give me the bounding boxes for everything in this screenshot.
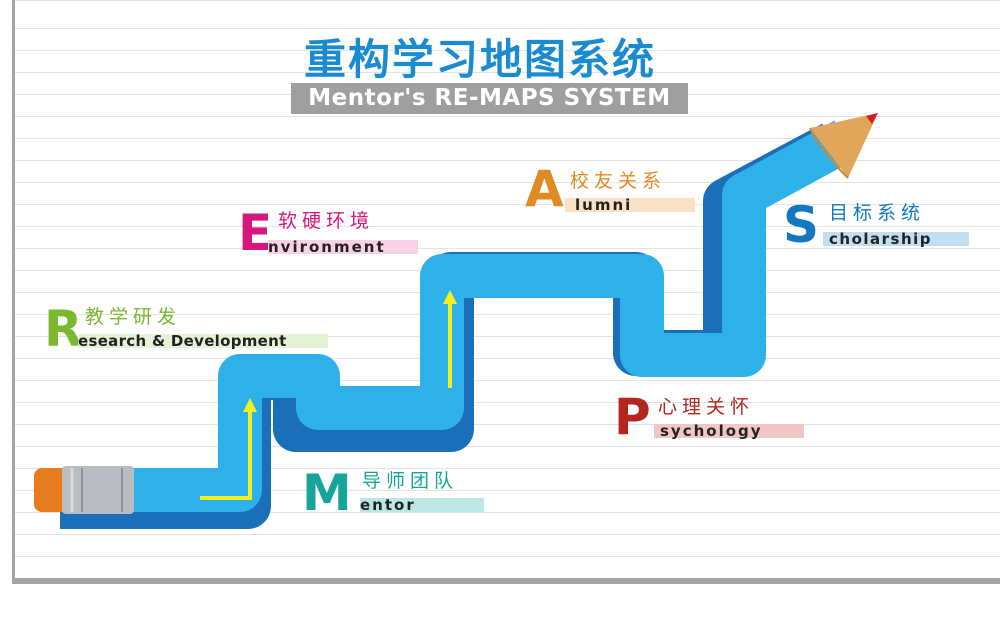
stage-mentor-letter: M	[302, 464, 352, 522]
title-english: Mentor's RE-MAPS SYSTEM	[291, 83, 688, 114]
stage-research-band	[78, 334, 328, 348]
stage-psychology-chinese: 心理关怀	[658, 396, 755, 418]
pencil-ferrule	[62, 466, 134, 514]
stage-alumni-band	[565, 198, 695, 212]
pencil-eraser	[34, 468, 70, 512]
stage-alumni-letter: A	[525, 160, 564, 218]
stage-scholarship-letter: S	[783, 196, 820, 254]
pencil-lead	[866, 113, 878, 124]
stage-scholarship-english: cholarship	[829, 230, 933, 248]
pencil-path-body	[60, 120, 856, 512]
stage-mentor-chinese: 导师团队	[362, 470, 459, 492]
title-chinese: 重构学习地图系统	[303, 35, 656, 84]
stage-alumni-chinese: 校友关系	[570, 170, 667, 192]
stage-psychology-english: sychology	[660, 422, 763, 440]
stage-psychology-band	[654, 424, 804, 438]
stage-mentor-band	[360, 498, 484, 512]
stage-mentor: M 导师团队 entor	[302, 468, 492, 518]
stage-scholarship-band	[823, 232, 969, 246]
arrow-up-2-head	[443, 290, 457, 304]
stage-psychology-letter: P	[614, 388, 651, 446]
arrow-up-1	[200, 410, 252, 500]
stage-research-chinese: 教学研发	[85, 306, 182, 328]
stage-environment-chinese: 软硬环境	[278, 210, 375, 232]
stage-mentor-english: entor	[360, 496, 416, 514]
stage-alumni: A 校友关系 lumni	[525, 164, 705, 214]
stage-environment-band	[268, 240, 418, 254]
stage-alumni-english: lumni	[575, 196, 633, 214]
stage-environment-english: nvironment	[268, 238, 386, 256]
stage-research: R 教学研发 esearch & Development	[44, 304, 344, 354]
arrow-up-1-head	[243, 398, 257, 412]
stage-environment-letter: E	[238, 204, 273, 262]
stage-environment: E 软硬环境 nvironment	[238, 208, 428, 258]
stage-psychology: P 心理关怀 sychology	[614, 392, 814, 442]
pencil-wood-tip	[810, 113, 878, 178]
stage-research-letter: R	[44, 300, 83, 358]
stage-scholarship: S 目标系统 cholarship	[783, 200, 978, 250]
stage-scholarship-chinese: 目标系统	[829, 202, 926, 224]
pencil-wood-edge	[809, 127, 849, 179]
stage-research-english: esearch & Development	[78, 332, 287, 350]
